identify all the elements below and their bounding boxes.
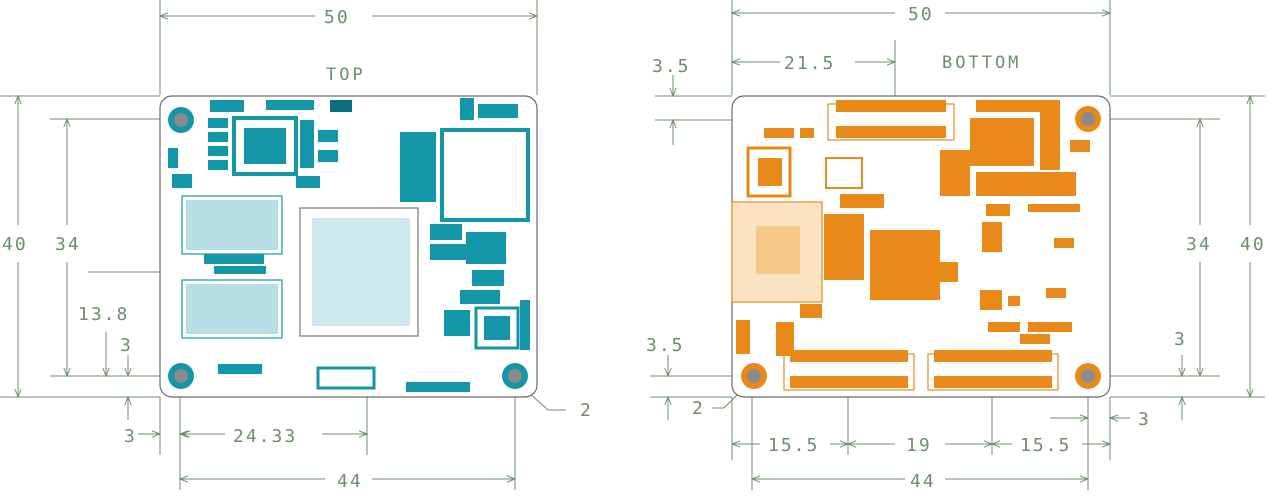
top-view: TOP 50 40 34 13.8 3 3 24.33 44 2: [0, 0, 593, 492]
top-height-dimension: 40: [2, 234, 28, 255]
top-center-offset-h-dimension: 24.33: [233, 426, 297, 447]
bottom-view: BOTTOM 50 21.5 3.5 40 34 3 3.5 2 3 15.5 …: [646, 0, 1266, 492]
top-mounting-holes: [168, 107, 528, 389]
bottom-hole-pitch-v-dimension: 34: [1186, 234, 1212, 255]
bottom-edge-v-dimension: 3: [1174, 329, 1187, 350]
top-center-offset-v-dimension: 13.8: [78, 304, 129, 325]
top-edge-h-dimension: 3: [124, 426, 137, 447]
bottom-width-dimension: 50: [908, 4, 934, 25]
top-view-label: TOP: [326, 65, 366, 85]
bottom-segment-mid-dimension: 19: [906, 435, 932, 456]
top-hole-pitch-v-dimension: 34: [55, 234, 81, 255]
bottom-hole-diameter-dimension: 2: [692, 398, 705, 419]
bottom-edge-bottom-dimension: 3.5: [646, 335, 685, 356]
bottom-segment-right-dimension: 15.5: [1020, 435, 1071, 456]
bottom-connector-offset-dimension: 21.5: [784, 53, 835, 74]
top-hole-pitch-h-dimension: 44: [337, 471, 363, 492]
top-hole-diameter-dimension: 2: [580, 400, 593, 421]
bottom-view-label: BOTTOM: [942, 53, 1021, 73]
bottom-edge-top-dimension: 3.5: [652, 56, 691, 77]
bottom-edge-h-dimension: 3: [1138, 409, 1151, 430]
bottom-hole-pitch-h-dimension: 44: [910, 471, 936, 492]
top-components: [168, 98, 530, 392]
top-edge-v-dimension: 3: [120, 335, 133, 356]
bottom-segment-left-dimension: 15.5: [768, 435, 819, 456]
bottom-height-dimension: 40: [1240, 234, 1266, 255]
bottom-components: [731, 100, 1090, 391]
bottom-mounting-holes: [741, 106, 1101, 389]
top-width-dimension: 50: [324, 7, 350, 28]
